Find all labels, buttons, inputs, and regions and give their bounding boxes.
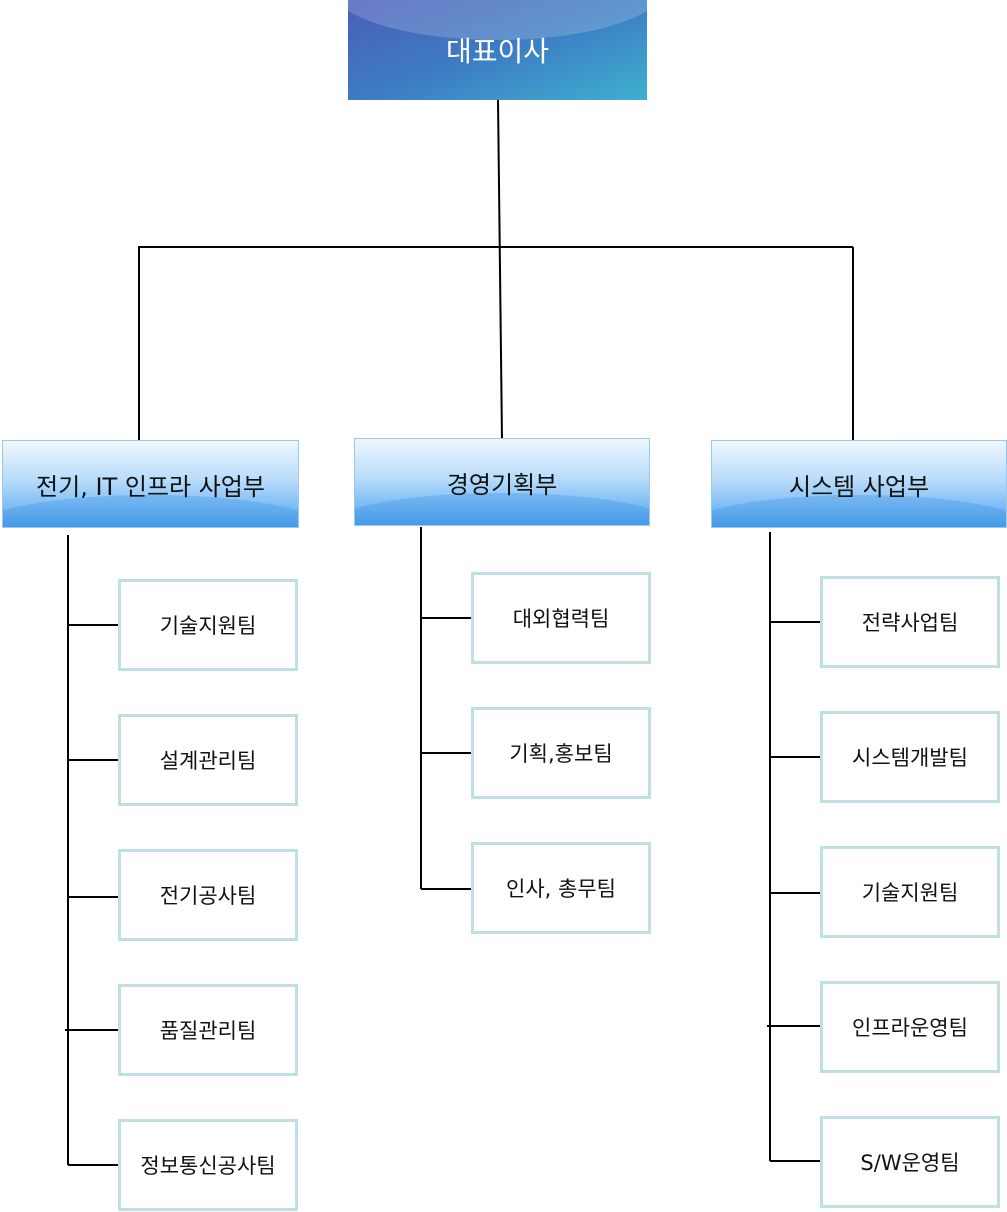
ceo-trunk-line bbox=[497, 99, 503, 441]
team-label: 기획,홍보팀 bbox=[509, 742, 613, 766]
team-box: S/W운영팀 bbox=[820, 1116, 1000, 1208]
team-box: 시스템개발팀 bbox=[820, 711, 1000, 803]
team-label: 시스템개발팀 bbox=[852, 746, 968, 770]
team-box: 설계관리팀 bbox=[118, 714, 298, 806]
team-box: 인사, 총무팀 bbox=[471, 842, 651, 934]
department-label: 경영기획부 bbox=[446, 470, 558, 499]
department-label: 시스템 사업부 bbox=[788, 472, 930, 501]
team-box: 기획,홍보팀 bbox=[471, 707, 651, 799]
team-box: 전략사업팀 bbox=[820, 576, 1000, 668]
team-box: 정보통신공사팀 bbox=[118, 1119, 298, 1211]
team-label: 인사, 총무팀 bbox=[506, 877, 616, 901]
team-label: 기술지원팀 bbox=[159, 614, 257, 638]
team-box: 기술지원팀 bbox=[820, 846, 1000, 938]
team-label: 설계관리팀 bbox=[159, 749, 257, 773]
team-label: 대외협력팀 bbox=[512, 607, 610, 631]
department-label: 전기, IT 인프라 사업부 bbox=[36, 472, 265, 501]
team-box: 인프라운영팀 bbox=[820, 981, 1000, 1073]
team-box: 대외협력팀 bbox=[471, 572, 651, 664]
team-label: 정보통신공사팀 bbox=[140, 1154, 276, 1178]
team-label: 인프라운영팀 bbox=[852, 1016, 968, 1040]
department-box-infra: 전기, IT 인프라 사업부 bbox=[2, 440, 299, 528]
team-box: 기술지원팀 bbox=[118, 579, 298, 671]
team-label: S/W운영팀 bbox=[860, 1151, 960, 1175]
ceo-box: 대표이사 bbox=[348, 0, 647, 100]
department-box-system: 시스템 사업부 bbox=[711, 440, 1007, 528]
team-label: 기술지원팀 bbox=[861, 881, 959, 905]
department-box-planning: 경영기획부 bbox=[354, 438, 650, 526]
team-label: 품질관리팀 bbox=[159, 1019, 257, 1043]
team-box: 품질관리팀 bbox=[118, 984, 298, 1076]
team-box: 전기공사팀 bbox=[118, 849, 298, 941]
team-label: 전기공사팀 bbox=[159, 884, 257, 908]
ceo-label: 대표이사 bbox=[445, 35, 550, 68]
team-label: 전략사업팀 bbox=[861, 611, 959, 635]
